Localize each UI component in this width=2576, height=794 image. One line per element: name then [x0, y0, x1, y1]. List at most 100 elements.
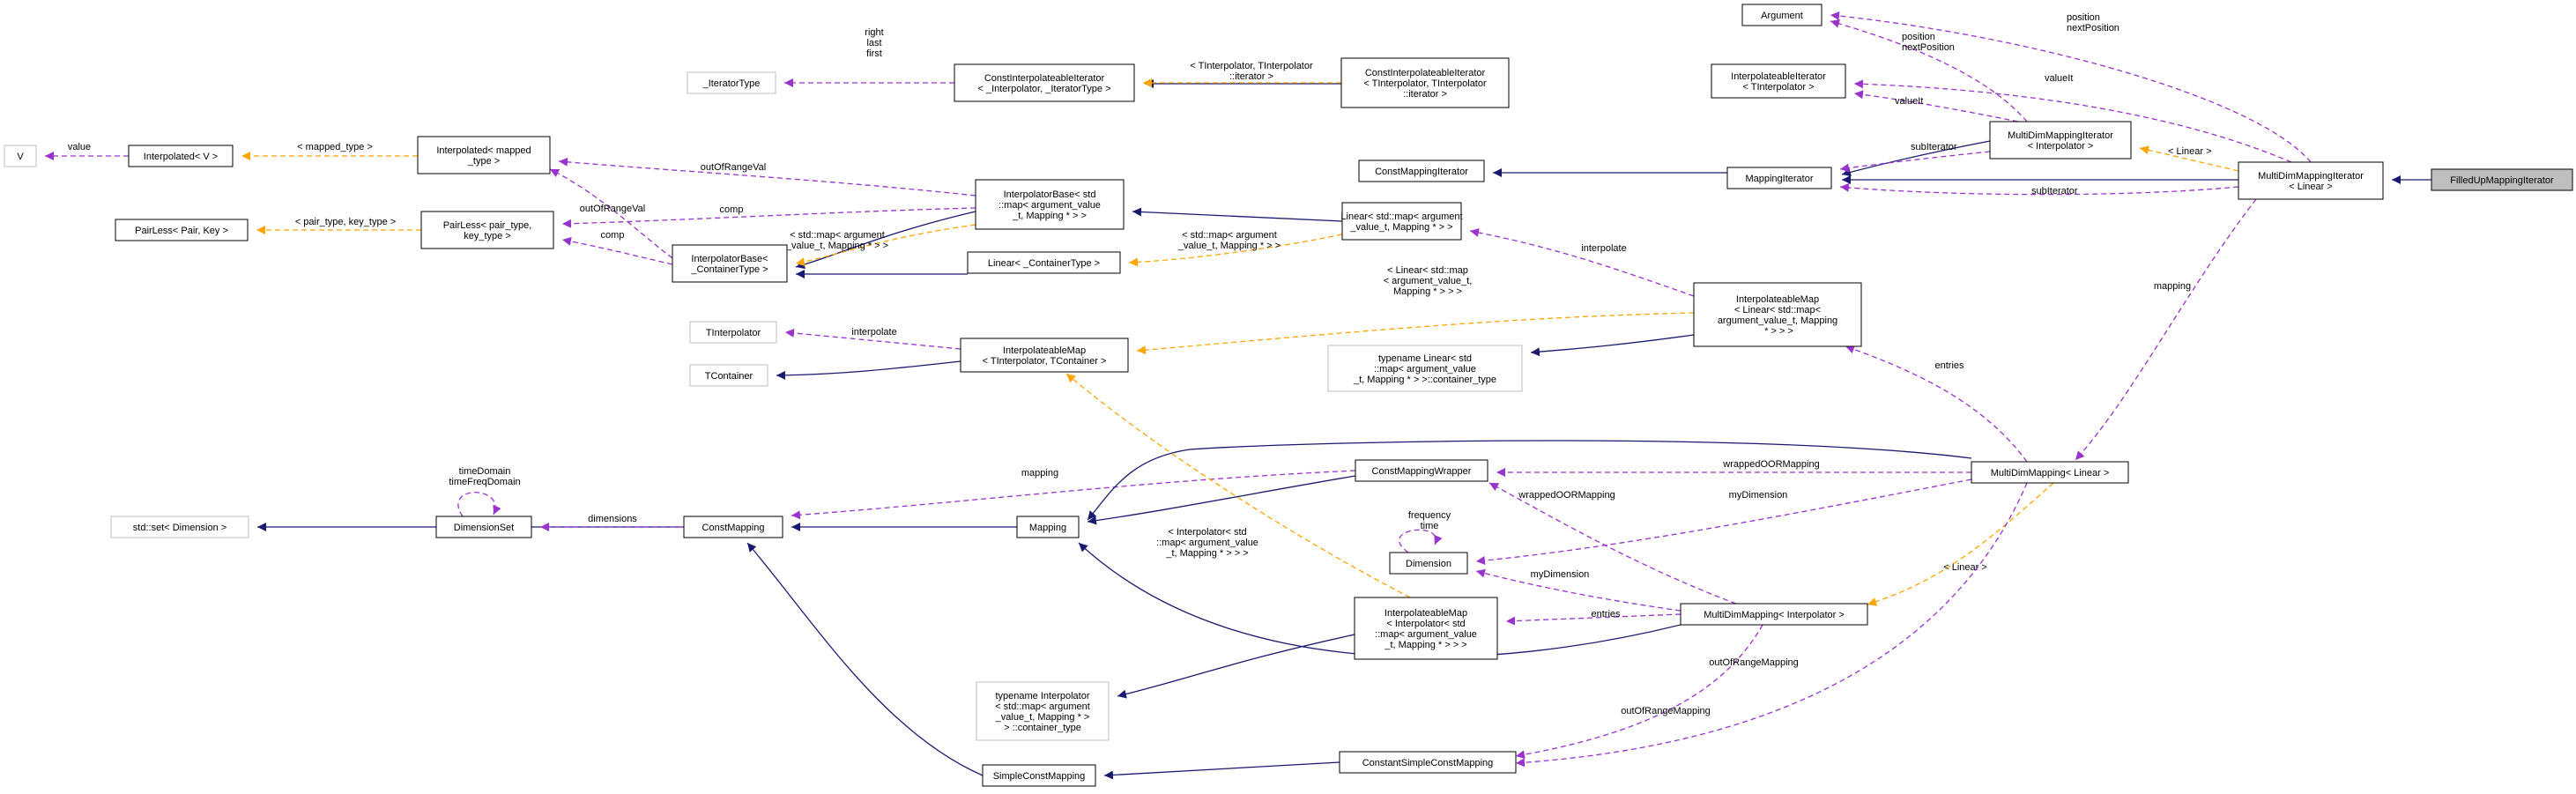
- inheritance-edge: [1087, 475, 1356, 525]
- class-node-multi-dim-mapping-iterator-interp[interactable]: MultiDimMappingIterator< Interpolator >: [1989, 121, 2132, 160]
- node-label: FilledUpMappingIterator: [2450, 175, 2554, 186]
- inheritance-edge: [1117, 634, 1355, 699]
- node-label: TContainer: [705, 371, 753, 382]
- node-label: InterpolateableMap< Interpolator< std::m…: [1375, 608, 1477, 650]
- class-node-const-mapping-wrapper[interactable]: ConstMappingWrapper: [1355, 459, 1488, 482]
- usage-edge: subIterator: [1839, 182, 2239, 197]
- class-node-multi-dim-mapping-iterator-linear[interactable]: MultiDimMappingIterator< Linear >: [2238, 161, 2384, 200]
- node-box: [420, 211, 554, 249]
- template-edge: < std::map< argument_value_t, Mapping * …: [785, 224, 976, 267]
- node-label: InterpolateableIterator< TInterpolator >: [1731, 71, 1826, 93]
- usage-edge: outOfRangeMapping: [1515, 624, 1763, 760]
- class-node-typename-interpolator[interactable]: typename Interpolator< std::map< argumen…: [976, 681, 1110, 741]
- node-label: std::set< Dimension >: [133, 523, 226, 533]
- node-label: ConstInterpolateableIterator< _Interpola…: [977, 73, 1110, 94]
- node-box: [683, 516, 783, 538]
- edge-label: < TInterpolator, TInterpolator::iterator…: [1190, 61, 1313, 82]
- class-node-interpolator-base-container[interactable]: InterpolatorBase<_ContainerType >: [672, 244, 788, 283]
- node-box: [975, 179, 1125, 230]
- template-edge: < Interpolator< std::map< argument_value…: [1065, 373, 1411, 598]
- inheritance-edge: [1841, 140, 1991, 177]
- node-box: [1971, 461, 2129, 484]
- class-node-interpolateable-map-linear[interactable]: InterpolateableMap< Linear< std::map<arg…: [1693, 282, 1862, 347]
- class-node-t-container[interactable]: TContainer: [689, 364, 768, 387]
- class-node-interpolated-v[interactable]: Interpolated< V >: [128, 145, 234, 167]
- class-node-typename-linear[interactable]: typename Linear< std::map< argument_valu…: [1327, 345, 1523, 392]
- class-node-std-set[interactable]: std::set< Dimension >: [110, 516, 249, 538]
- node-box: [982, 764, 1096, 787]
- class-node-const-interpolateable-iterator[interactable]: ConstInterpolateableIterator< _Interpola…: [954, 63, 1135, 102]
- edge-label: outOfRangeVal: [580, 204, 645, 214]
- class-node-argument[interactable]: Argument: [1741, 4, 1823, 26]
- node-box: [1680, 603, 1868, 626]
- class-node-multi-dim-mapping-linear[interactable]: MultiDimMapping< Linear >: [1971, 461, 2129, 484]
- class-node-interpolated-mapped[interactable]: Interpolated< mapped_type >: [417, 136, 551, 174]
- edge-line: [1136, 312, 1695, 355]
- edge-line: [795, 211, 976, 270]
- class-node-const-mapping-iterator[interactable]: ConstMappingIterator: [1358, 160, 1485, 182]
- edge-line: [1117, 634, 1355, 699]
- edge-line: [1065, 373, 1411, 598]
- class-node-iterator-type[interactable]: _IteratorType: [687, 71, 776, 94]
- node-box: [1693, 282, 1862, 347]
- node-label: InterpolatorBase<_ContainerType >: [690, 254, 768, 275]
- edge-label: dimensions: [588, 514, 637, 524]
- usage-edge: valueIt: [1853, 73, 2292, 163]
- class-node-interpolateable-map-t[interactable]: InterpolateableMap< TInterpolator, TCont…: [960, 338, 1129, 373]
- class-node-mapping[interactable]: Mapping: [1016, 516, 1080, 538]
- class-node-simple-const-mapping[interactable]: SimpleConstMapping: [982, 764, 1096, 787]
- node-label: InterpolateableMap< TInterpolator, TCont…: [983, 345, 1107, 367]
- edge-label: comp: [601, 230, 625, 241]
- class-node-t-interpolator[interactable]: TInterpolator: [689, 321, 777, 344]
- edge-label: outOfRangeMapping: [1709, 657, 1799, 668]
- class-node-multi-dim-mapping-interp[interactable]: MultiDimMapping< Interpolator >: [1680, 603, 1868, 626]
- edge-line: [1488, 482, 1737, 605]
- node-label: MultiDimMapping< Linear >: [1991, 468, 2110, 479]
- edge-line: [1087, 440, 1972, 521]
- node-box: [1389, 552, 1468, 575]
- class-node-v[interactable]: V: [4, 145, 37, 167]
- node-label: ConstMappingWrapper: [1372, 466, 1472, 477]
- edge-label: outOfRangeVal: [701, 162, 766, 173]
- class-node-filled-up-mapping-iterator[interactable]: FilledUpMappingIterator: [2431, 168, 2573, 191]
- class-node-const-interpolateable-iterator-t[interactable]: ConstInterpolateableIterator< TInterpola…: [1340, 57, 1510, 108]
- class-node-linear-container[interactable]: Linear< _ContainerType >: [967, 251, 1121, 274]
- class-node-interpolator-base-std[interactable]: InterpolatorBase< std::map< argument_val…: [975, 179, 1125, 230]
- class-node-dimension[interactable]: Dimension: [1389, 552, 1468, 575]
- class-node-constant-simple-const-mapping[interactable]: ConstantSimpleConstMapping: [1339, 751, 1517, 774]
- class-node-pair-less-pair-type[interactable]: PairLess< pair_type,key_type >: [420, 211, 554, 249]
- node-label: ConstInterpolateableIterator< TInterpola…: [1363, 68, 1487, 100]
- edge-line: [1830, 11, 2312, 163]
- node-label: _IteratorType: [702, 78, 761, 89]
- usage-edge: entries: [1505, 609, 1681, 626]
- edge-label: < std::map< argument_value_t, Mapping * …: [1177, 230, 1281, 251]
- class-node-const-mapping[interactable]: ConstMapping: [683, 516, 783, 538]
- node-box: [689, 364, 768, 387]
- usage-edge: wrappedOORMapping: [1488, 482, 1737, 605]
- class-node-interpolateable-map-interp[interactable]: InterpolateableMap< Interpolator< std::m…: [1354, 597, 1498, 660]
- edge-label: interpolate: [851, 327, 896, 338]
- usage-edge: interpolate: [784, 327, 961, 350]
- edge-label: valueIt: [2045, 73, 2073, 84]
- class-node-pair-less-pair[interactable]: PairLess< Pair, Key >: [115, 219, 249, 241]
- node-label: DimensionSet: [454, 523, 514, 533]
- node-box: [960, 338, 1129, 373]
- edge-label: comp: [720, 204, 744, 215]
- edge-label: myDimension: [1729, 490, 1788, 501]
- edge-label: outOfRangeMapping: [1621, 706, 1711, 716]
- node-label: MultiDimMappingIterator< Interpolator >: [2008, 130, 2113, 152]
- class-node-mapping-iterator[interactable]: MappingIterator: [1726, 167, 1832, 189]
- class-node-dimension-set[interactable]: DimensionSet: [435, 516, 532, 538]
- edge-line: [1867, 482, 2054, 606]
- edge-line: [1505, 613, 1681, 626]
- edge-line: [1853, 79, 2292, 163]
- node-box: [689, 321, 777, 344]
- node-label: Interpolated< mapped_type >: [436, 145, 531, 167]
- node-label: typename Interpolator< std::map< argumen…: [995, 691, 1090, 733]
- class-node-interpolateable-iterator[interactable]: InterpolateableIterator< TInterpolator >: [1711, 63, 1846, 99]
- usage-edge: outOfRangeVal: [549, 168, 673, 259]
- class-node-linear-std[interactable]: Linear< std::map< argument_value_t, Mapp…: [1340, 202, 1463, 241]
- edge-line: [1515, 624, 1763, 760]
